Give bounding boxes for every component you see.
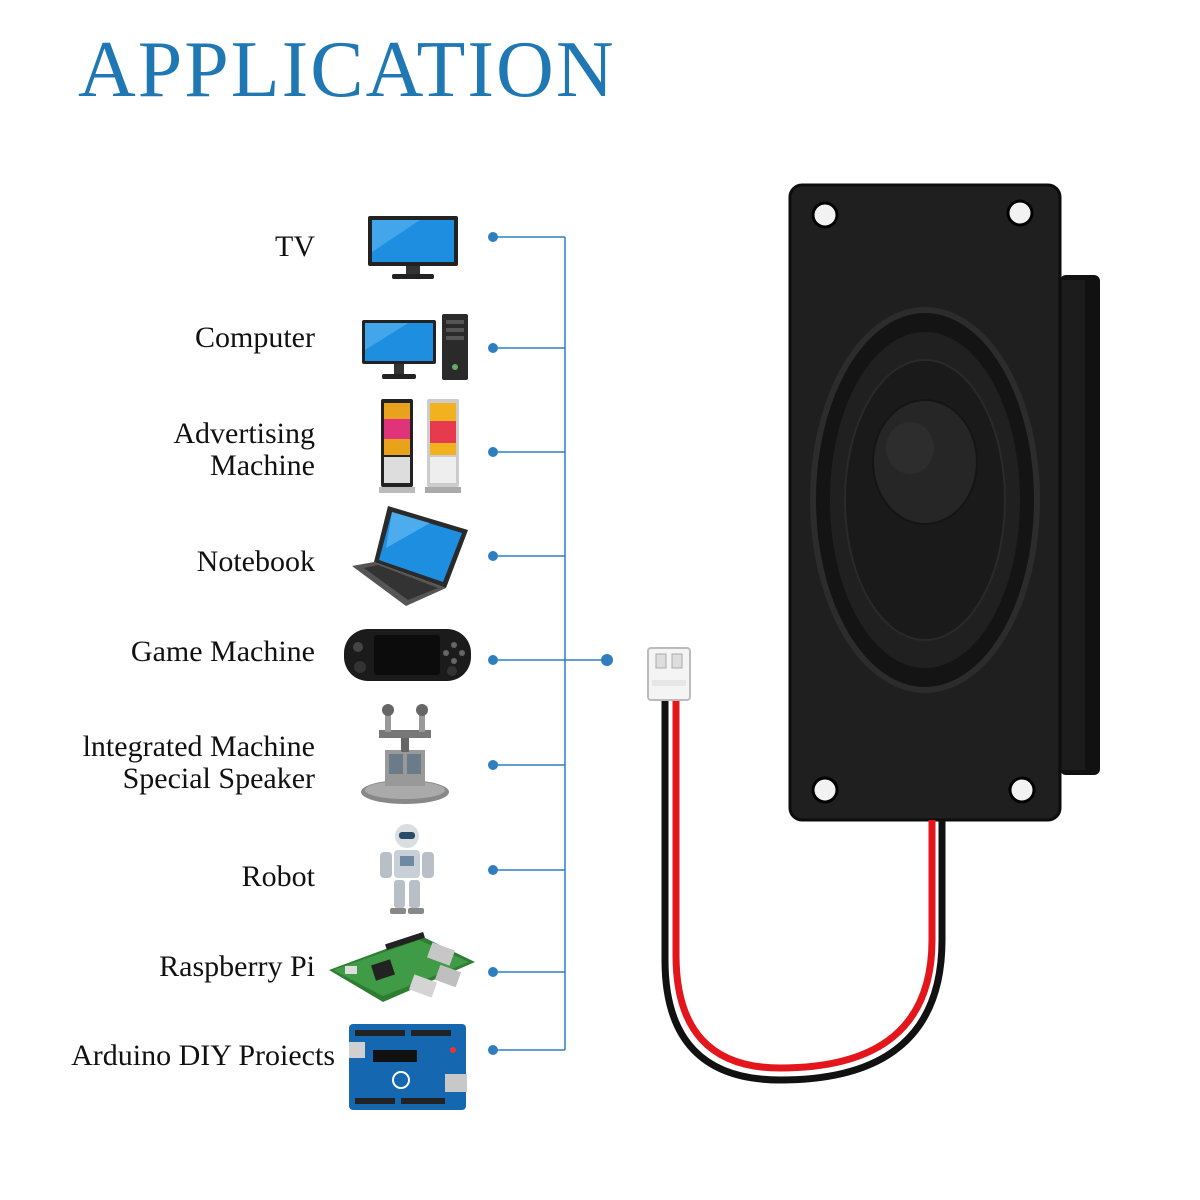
page-title: APPLICATION bbox=[78, 26, 616, 114]
connector-dot bbox=[488, 865, 498, 875]
tv-icon bbox=[360, 212, 465, 282]
label-raspberry-pi: Raspberry Pi bbox=[159, 950, 315, 983]
label-computer: Computer bbox=[195, 321, 315, 354]
connector-dot bbox=[488, 447, 498, 457]
label-notebook: Notebook bbox=[196, 545, 315, 578]
label-robot: Robot bbox=[241, 860, 315, 893]
label-advertising-machine: Advertising Machine bbox=[173, 417, 315, 482]
label-integrated-machine: lntegrated Machine Special Speaker bbox=[82, 730, 315, 795]
connector-dot bbox=[601, 654, 613, 666]
game-machine-icon bbox=[340, 625, 475, 685]
label-tv: TV bbox=[275, 230, 315, 263]
connector-dot bbox=[488, 1045, 498, 1055]
integrated-machine-icon bbox=[355, 700, 455, 810]
notebook-icon bbox=[350, 500, 470, 610]
advertising-machine-icon bbox=[375, 397, 465, 497]
robot-icon bbox=[372, 822, 442, 917]
connector-dot bbox=[488, 967, 498, 977]
arduino-icon bbox=[345, 1020, 470, 1115]
wire-black bbox=[661, 700, 946, 1084]
label-game-machine: Game Machine bbox=[130, 635, 315, 668]
jst-connector bbox=[647, 647, 691, 701]
connector-dot bbox=[488, 232, 498, 242]
computer-icon bbox=[358, 312, 473, 384]
mounting-holes bbox=[811, 199, 1036, 804]
connector-dot bbox=[488, 551, 498, 561]
raspberry-pi-icon bbox=[325, 932, 480, 1007]
wire-red bbox=[672, 700, 936, 1072]
connector-dot bbox=[488, 343, 498, 353]
label-arduino: Arduino DIY Proiects bbox=[71, 1039, 335, 1072]
connector-dot bbox=[488, 760, 498, 770]
connector-dot bbox=[488, 655, 498, 665]
